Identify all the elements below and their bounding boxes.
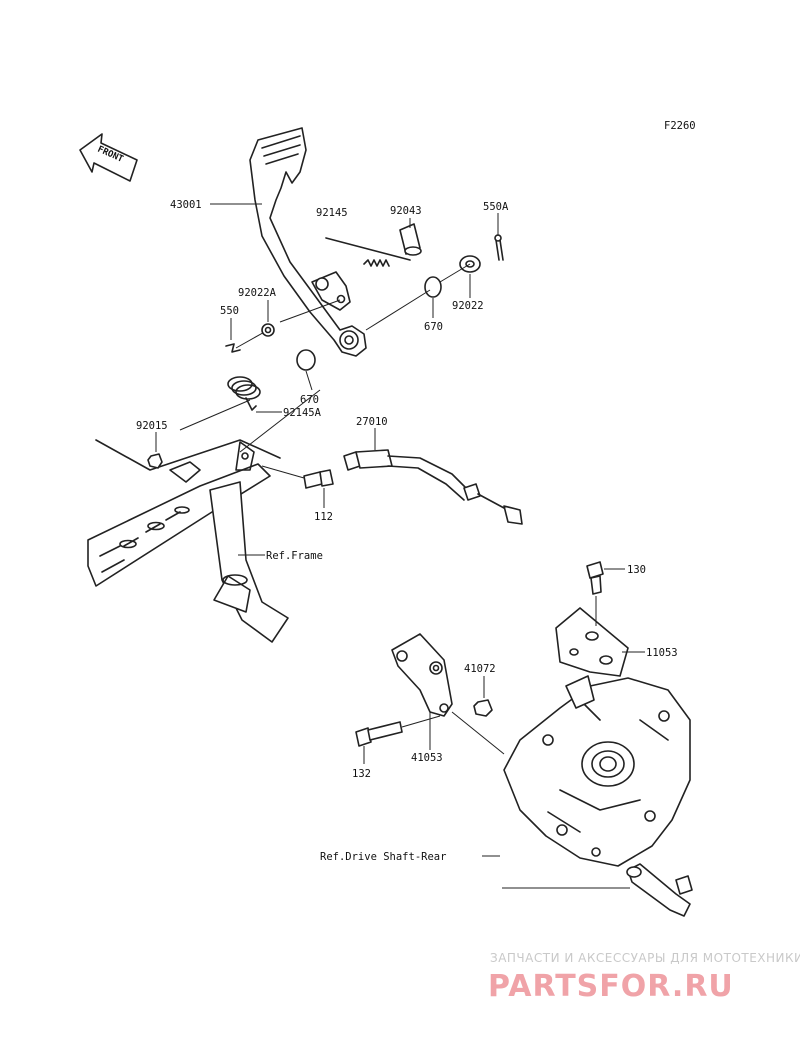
cam-lever-41053	[391, 633, 453, 717]
label-130: 130	[627, 564, 646, 576]
figure-code: F2260	[664, 120, 696, 132]
label-11053: 11053	[646, 647, 678, 659]
gear-case	[503, 675, 691, 867]
bracket-11053	[555, 596, 629, 677]
oring-670-right	[424, 276, 442, 298]
label-92015: 92015	[136, 420, 168, 432]
label-92022a: 92022A	[238, 287, 277, 299]
label-92022: 92022	[452, 300, 484, 312]
label-92043: 92043	[390, 205, 422, 217]
label-ref-drive-shaft: Ref.Drive Shaft-Rear	[320, 851, 446, 863]
nut-92015	[147, 453, 163, 469]
washer-92022a	[261, 323, 275, 337]
label-41053: 41053	[411, 752, 443, 764]
label-670-lower: 670	[300, 394, 319, 406]
label-132: 132	[352, 768, 371, 780]
label-27010: 27010	[356, 416, 388, 428]
label-92145a: 92145A	[283, 407, 322, 419]
drive-shaft	[626, 863, 693, 917]
brake-pedal	[249, 127, 367, 357]
watermark-brand: PARTSFOR.RU	[488, 969, 734, 1004]
watermark-tagline: ЗАПЧАСТИ И АКСЕССУАРЫ ДЛЯ МОТОТЕХНИКИ	[490, 951, 800, 965]
label-550a: 550A	[483, 201, 509, 213]
bolt-112	[261, 465, 334, 489]
brake-switch-27010	[343, 449, 523, 525]
bolt-132	[355, 715, 441, 747]
label-92145: 92145	[316, 207, 348, 219]
front-arrow-icon: FRONT	[79, 133, 138, 182]
label-670-right: 670	[424, 321, 443, 333]
label-ref-frame: Ref.Frame	[266, 550, 323, 562]
label-43001: 43001	[170, 199, 202, 211]
label-550: 550	[220, 305, 239, 317]
cotter-pin-550a	[494, 234, 504, 261]
spring-92145	[325, 237, 411, 267]
bolt-130	[586, 561, 604, 595]
label-41072: 41072	[464, 663, 496, 675]
pin-92043	[399, 223, 422, 256]
nut-41072	[473, 699, 493, 717]
label-112: 112	[314, 511, 333, 523]
oring-670-lower	[296, 349, 316, 371]
return-spring-92145a	[227, 376, 261, 411]
frame	[87, 439, 289, 643]
cotter-pin-550	[225, 343, 241, 353]
